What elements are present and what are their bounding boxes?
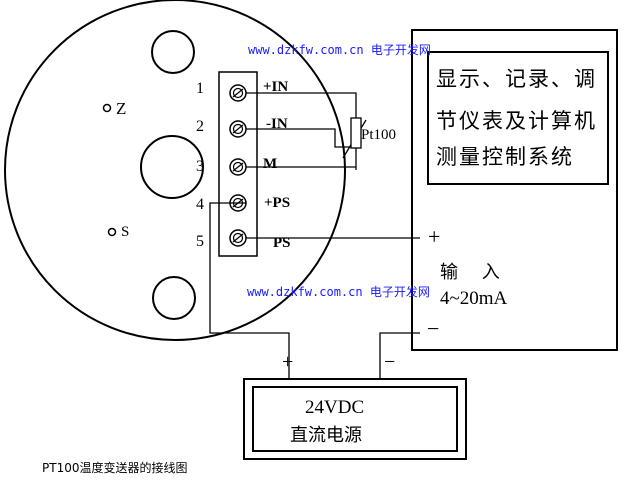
pt100-resistor <box>350 117 362 149</box>
instrument-input-label: 输 入 <box>440 262 500 283</box>
power-supply-name: 直流电源 <box>290 425 362 446</box>
power-supply-inner-box <box>252 386 458 452</box>
terminal-label-minus-in: -IN <box>266 116 288 132</box>
terminal-screw <box>229 84 247 102</box>
mounting-hole-bottom <box>152 276 196 320</box>
terminal-label-ps: PS <box>273 235 291 251</box>
loop-wiring <box>209 202 420 378</box>
instrument-line-1: 显示、记录、调 <box>436 67 597 91</box>
instrument-plus-terminal: + <box>428 224 441 249</box>
s-marker-dot <box>107 227 117 237</box>
terminal-number-3: 3 <box>196 158 204 175</box>
power-supply-plus: + <box>282 351 294 373</box>
instrument-line-3: 测量控制系统 <box>436 145 574 169</box>
watermark-middle: www.dzkfw.com.cn 电子开发网 <box>247 285 430 299</box>
terminal-number-2: 2 <box>196 118 204 135</box>
diagram-caption: PT100温度变送器的接线图 <box>42 461 188 475</box>
power-supply-minus: − <box>384 351 396 373</box>
watermark-top: www.dzkfw.com.cn 电子开发网 <box>248 43 431 57</box>
terminal-label-plus-in: +IN <box>263 79 289 95</box>
terminal-screws <box>229 84 247 247</box>
terminal-label-plus-ps: +PS <box>264 195 291 211</box>
z-marker-label: Z <box>116 99 127 118</box>
terminal-screw <box>229 158 247 176</box>
instrument-minus-terminal: − <box>427 316 440 341</box>
terminal-screw <box>229 229 247 247</box>
terminal-number-5: 5 <box>196 233 204 250</box>
terminal-screw <box>229 120 247 138</box>
power-supply-voltage: 24VDC <box>305 397 365 418</box>
center-hole <box>140 135 204 199</box>
transmitter-housing <box>4 0 346 341</box>
instrument-outer-box <box>411 29 618 351</box>
s-marker-label: S <box>121 224 130 240</box>
terminal-label-m: M <box>263 156 278 172</box>
pt100-label: Pt100 <box>361 127 397 143</box>
mounting-hole-top <box>151 30 195 74</box>
terminal-number-4: 4 <box>196 196 204 213</box>
instrument-line-2: 节仪表及计算机 <box>436 109 597 133</box>
instrument-display-box <box>427 51 609 185</box>
z-marker-dot <box>102 103 112 113</box>
instrument-range-label: 4~20mA <box>440 288 508 309</box>
power-supply-box <box>243 378 467 460</box>
terminal-number-1: 1 <box>196 80 204 97</box>
